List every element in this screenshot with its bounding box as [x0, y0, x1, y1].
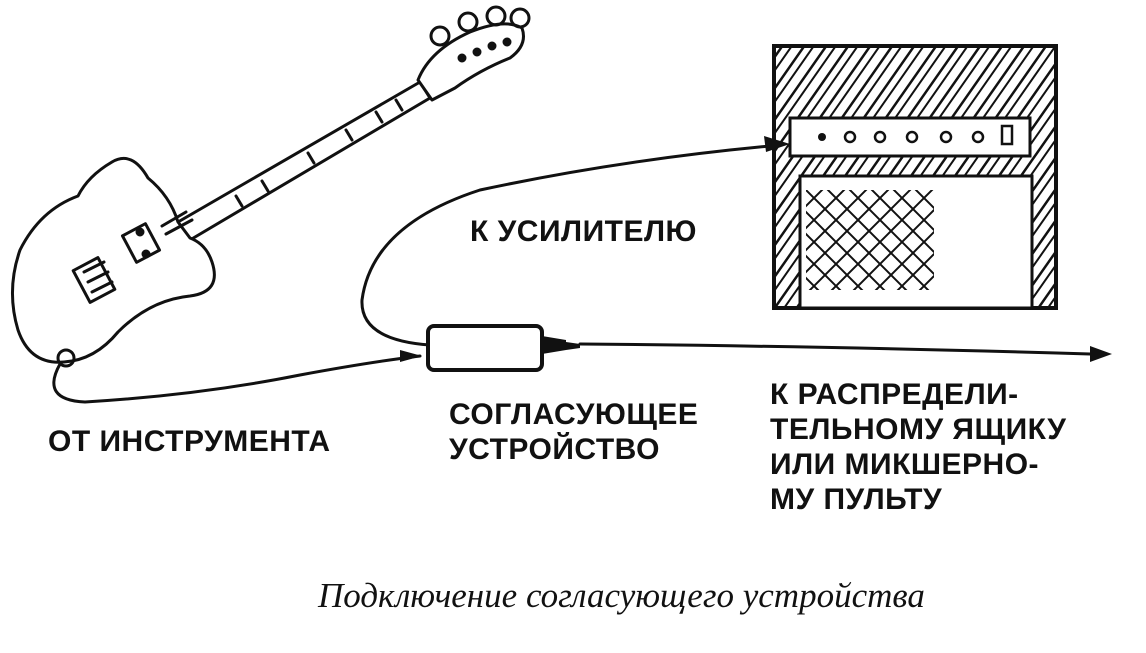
- matching-device-label-line: СОГЛАСУЮЩЕЕ: [449, 398, 699, 431]
- arrowhead-icon: [764, 136, 790, 152]
- to-mixer-label-line: ИЛИ МИКШЕРНО-: [770, 448, 1040, 481]
- to-amplifier-label: К УСИЛИТЕЛЮ: [470, 215, 697, 248]
- figure-caption: Подключение согласующего устройства: [318, 576, 925, 615]
- to-mixer-label-line: ТЕЛЬНОМУ ЯЩИКУ: [770, 413, 1067, 446]
- bass-guitar-icon: [11, 5, 531, 368]
- to-mixer-label-line: К РАСПРЕДЕЛИ-: [770, 378, 1019, 411]
- from-instrument-label: ОТ ИНСТРУМЕНТА: [48, 425, 331, 458]
- matching-device-label-line: УСТРОЙСТВО: [449, 433, 660, 466]
- to-mixer-label: К РАСПРЕДЕЛИ- ТЕЛЬНОМУ ЯЩИКУ ИЛИ МИКШЕРН…: [770, 377, 1066, 517]
- matching-device-label: СОГЛАСУЮЩЕЕ УСТРОЙСТВО: [449, 397, 698, 467]
- to-mixer-label-line: МУ ПУЛЬТУ: [770, 483, 943, 516]
- arrowhead-icon: [400, 350, 422, 362]
- matching-device-box-icon: [426, 324, 580, 372]
- amplifier-icon: [772, 44, 1058, 310]
- cables: [52, 144, 1092, 404]
- arrowhead-icon: [1090, 346, 1112, 362]
